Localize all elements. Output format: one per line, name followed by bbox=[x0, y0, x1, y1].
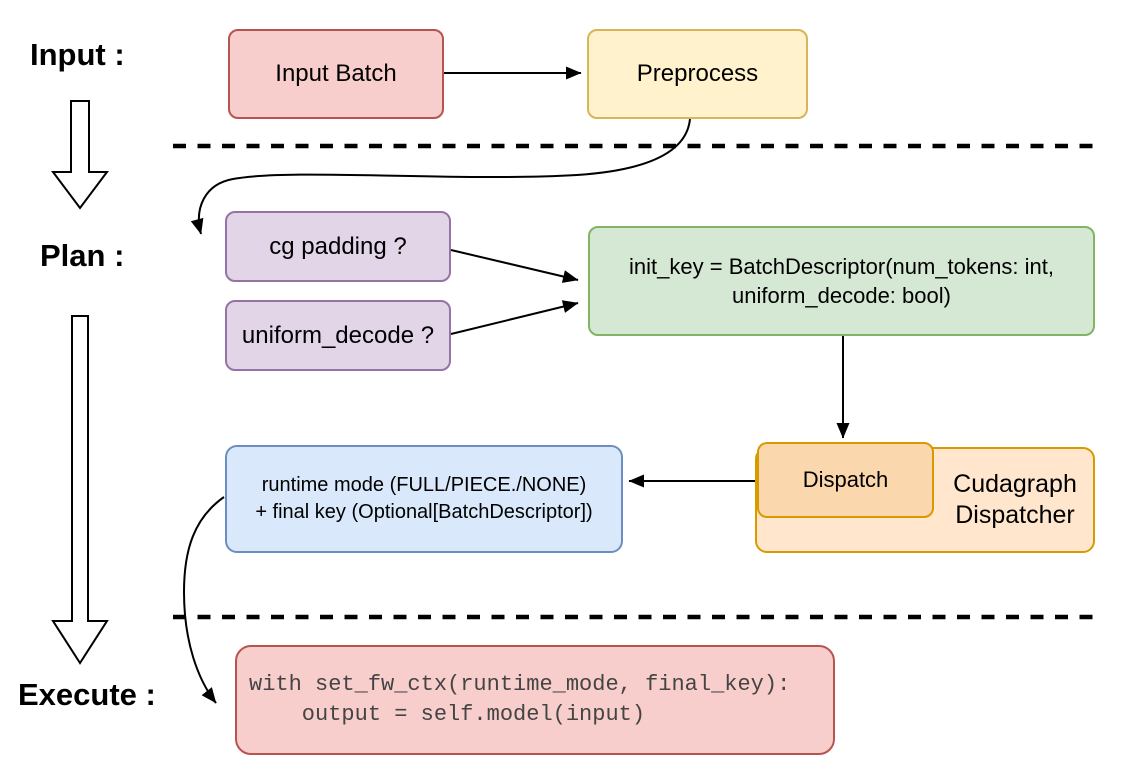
curve-runtime-mode-to-execute-code bbox=[182, 496, 225, 704]
node-init-key: init_key = BatchDescriptor(num_tokens: i… bbox=[588, 226, 1095, 336]
stage-label-plan: Plan : bbox=[40, 238, 125, 273]
node-dispatch: Dispatch bbox=[757, 442, 934, 518]
node-uniform-decode: uniform_decode ? bbox=[225, 300, 451, 371]
node-preprocess: Preprocess bbox=[587, 29, 808, 119]
arrow-cg-padding-to-init-key bbox=[450, 249, 579, 283]
node-input-batch: Input Batch bbox=[228, 29, 444, 119]
node-cg-padding: cg padding ? bbox=[225, 211, 451, 282]
arrow-uniform-decode-to-init-key bbox=[450, 300, 579, 335]
node-runtime-mode: runtime mode (FULL/PIECE./NONE) + final … bbox=[225, 445, 623, 553]
node-execute-code: with set_fw_ctx(runtime_mode, final_key)… bbox=[235, 645, 835, 755]
stage-label-input: Input : bbox=[30, 37, 125, 72]
input-to-plan-down-arrow-icon bbox=[51, 100, 109, 210]
stage-label-execute: Execute : bbox=[18, 677, 156, 712]
plan-to-execute-down-arrow-icon bbox=[51, 315, 109, 665]
cudagraph-dispatcher-label: Cudagraph Dispatcher bbox=[953, 470, 1077, 529]
